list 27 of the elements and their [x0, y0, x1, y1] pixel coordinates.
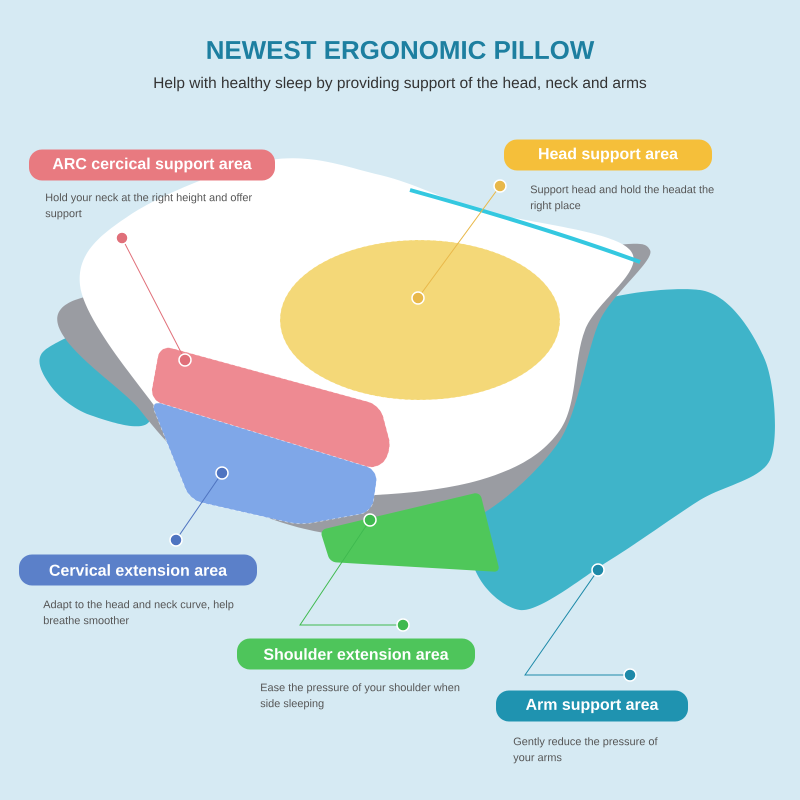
label-pill: Shoulder extension area — [237, 638, 475, 670]
marker-dot — [591, 563, 605, 577]
leader-line — [422, 190, 497, 294]
marker-dot — [411, 291, 425, 305]
marker-dot — [178, 353, 192, 367]
leader-line — [524, 575, 624, 676]
label-pill: Cervical extension area — [19, 554, 257, 586]
title: NEWEST ERGONOMIC PILLOW — [207, 40, 594, 60]
marker-dot — [115, 231, 129, 245]
description: Support head and hold the headat the right place — [530, 185, 714, 212]
description: Ease the pressure of your shoulder when side sleeping — [260, 683, 460, 710]
description: Gently reduce the pressure of your arms — [513, 737, 658, 764]
description: Adapt to the head and neck curve, help breathe smoother — [43, 600, 234, 624]
leader-line — [179, 478, 219, 535]
marker-dot — [623, 668, 637, 682]
label-pill: Head support area — [504, 140, 712, 170]
label-pill: ARC cercical support area — [29, 150, 275, 180]
description: Hold your neck at the right height and offer support — [46, 193, 252, 220]
leader-line — [124, 244, 182, 354]
marker-dot — [396, 618, 410, 632]
marker-dot — [363, 513, 377, 527]
leader-line — [299, 525, 397, 626]
subtitle: Help with healthy sleep by providing support of the head, neck and arms — [154, 76, 646, 92]
marker-dot — [493, 179, 507, 193]
label-pill: Arm support area — [496, 690, 688, 722]
marker-dot — [169, 533, 183, 547]
marker-dot — [215, 466, 229, 480]
